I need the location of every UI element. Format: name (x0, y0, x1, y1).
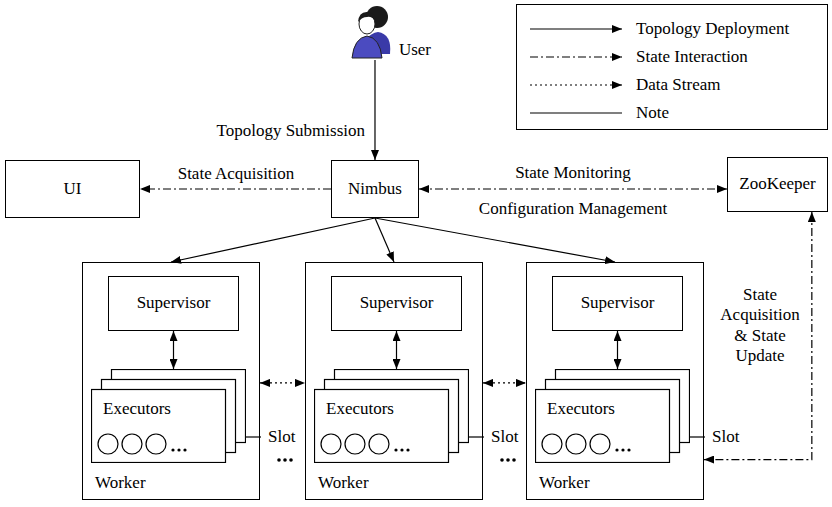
ellipsis-dot (512, 458, 516, 462)
task-circle (590, 434, 610, 454)
component-box: Nimbus (331, 160, 419, 218)
task-circle (369, 434, 389, 454)
legend-sample-solid (530, 28, 622, 29)
ellipsis-dot (177, 448, 180, 451)
edge-label: State Monitoring (512, 163, 634, 183)
node-text: Executors (103, 399, 171, 419)
connector (617, 331, 618, 369)
slot-label: Slot (265, 427, 298, 447)
task-circle (345, 434, 365, 454)
component-box: UI (5, 160, 140, 218)
connector (173, 331, 174, 369)
component-box: Supervisor (552, 276, 683, 331)
edge-label: State Acquisition (175, 164, 298, 184)
component-box: ZooKeeper (727, 157, 828, 212)
connector (704, 212, 812, 460)
ellipsis-dot (627, 448, 630, 451)
node-text: Worker (539, 473, 590, 493)
connector (419, 188, 727, 189)
legend-text: Note (636, 99, 789, 127)
node-text: Executors (326, 399, 394, 419)
ellipsis-dot (500, 458, 504, 462)
node-text: Worker (318, 473, 369, 493)
legend-sample-dashdot (530, 56, 622, 57)
connector (375, 218, 615, 262)
ellipsis-dot (406, 448, 409, 451)
worker-box: SupervisorExecutorsWorker (526, 262, 704, 500)
legend-sample-note (530, 112, 622, 113)
node-text: Nimbus (348, 179, 402, 199)
slot-label: Slot (709, 427, 742, 447)
connector (374, 60, 375, 160)
executor-card (92, 390, 226, 463)
ellipsis-dot (615, 448, 618, 451)
executor-stack: Executors (91, 369, 246, 463)
legend-text: State Interaction (636, 43, 789, 71)
connector (483, 382, 526, 383)
legend-list: Topology DeploymentState InteractionData… (636, 15, 789, 127)
ellipsis-dot (171, 448, 174, 451)
ellipsis-dot (183, 448, 186, 451)
node-text: Executors (547, 399, 615, 419)
legend-text: Data Stream (636, 71, 789, 99)
task-circle (146, 434, 166, 454)
executor-stack: Executors (314, 369, 469, 463)
node-text: User (399, 40, 431, 60)
connector (396, 331, 397, 369)
user-hair (358, 12, 376, 22)
task-circle (98, 434, 118, 454)
node-text: Worker (95, 473, 146, 493)
executor-card (315, 390, 449, 463)
node-text: Supervisor (360, 293, 434, 313)
task-circle (566, 434, 586, 454)
user-body-front (352, 36, 382, 58)
executor-card (536, 390, 670, 463)
connector (375, 218, 394, 262)
user-actor: User (350, 2, 435, 60)
line-note: Configuration Management (476, 199, 670, 219)
node-text: UI (64, 179, 82, 199)
component-box: Supervisor (108, 276, 239, 331)
worker-box: SupervisorExecutorsWorker (82, 262, 260, 500)
executor-stack: Executors (535, 369, 690, 463)
connector (140, 188, 331, 189)
edge-label: Topology Submission (213, 121, 368, 141)
ellipsis-dot (283, 458, 287, 462)
worker-box: SupervisorExecutorsWorker (305, 262, 483, 500)
legend-text: Topology Deployment (636, 15, 789, 43)
ellipsis-dot (400, 448, 403, 451)
task-circle (122, 434, 142, 454)
slot-label: Slot (488, 427, 521, 447)
node-text: ZooKeeper (739, 174, 815, 194)
legend-sample-dotted (530, 84, 622, 85)
connector (260, 382, 305, 383)
task-circle (542, 434, 562, 454)
task-circle (321, 434, 341, 454)
node-text: Supervisor (137, 293, 211, 313)
node-text: Supervisor (581, 293, 655, 313)
component-box: Supervisor (331, 276, 462, 331)
ellipsis-dot (277, 458, 281, 462)
ellipsis-dot (621, 448, 624, 451)
edge-label: State Acquisition & State Update (714, 285, 806, 367)
ellipsis-dot (394, 448, 397, 451)
user-icon (352, 6, 390, 58)
ellipsis-dot (506, 458, 510, 462)
ellipsis-dot (289, 458, 293, 462)
connector (171, 218, 375, 262)
